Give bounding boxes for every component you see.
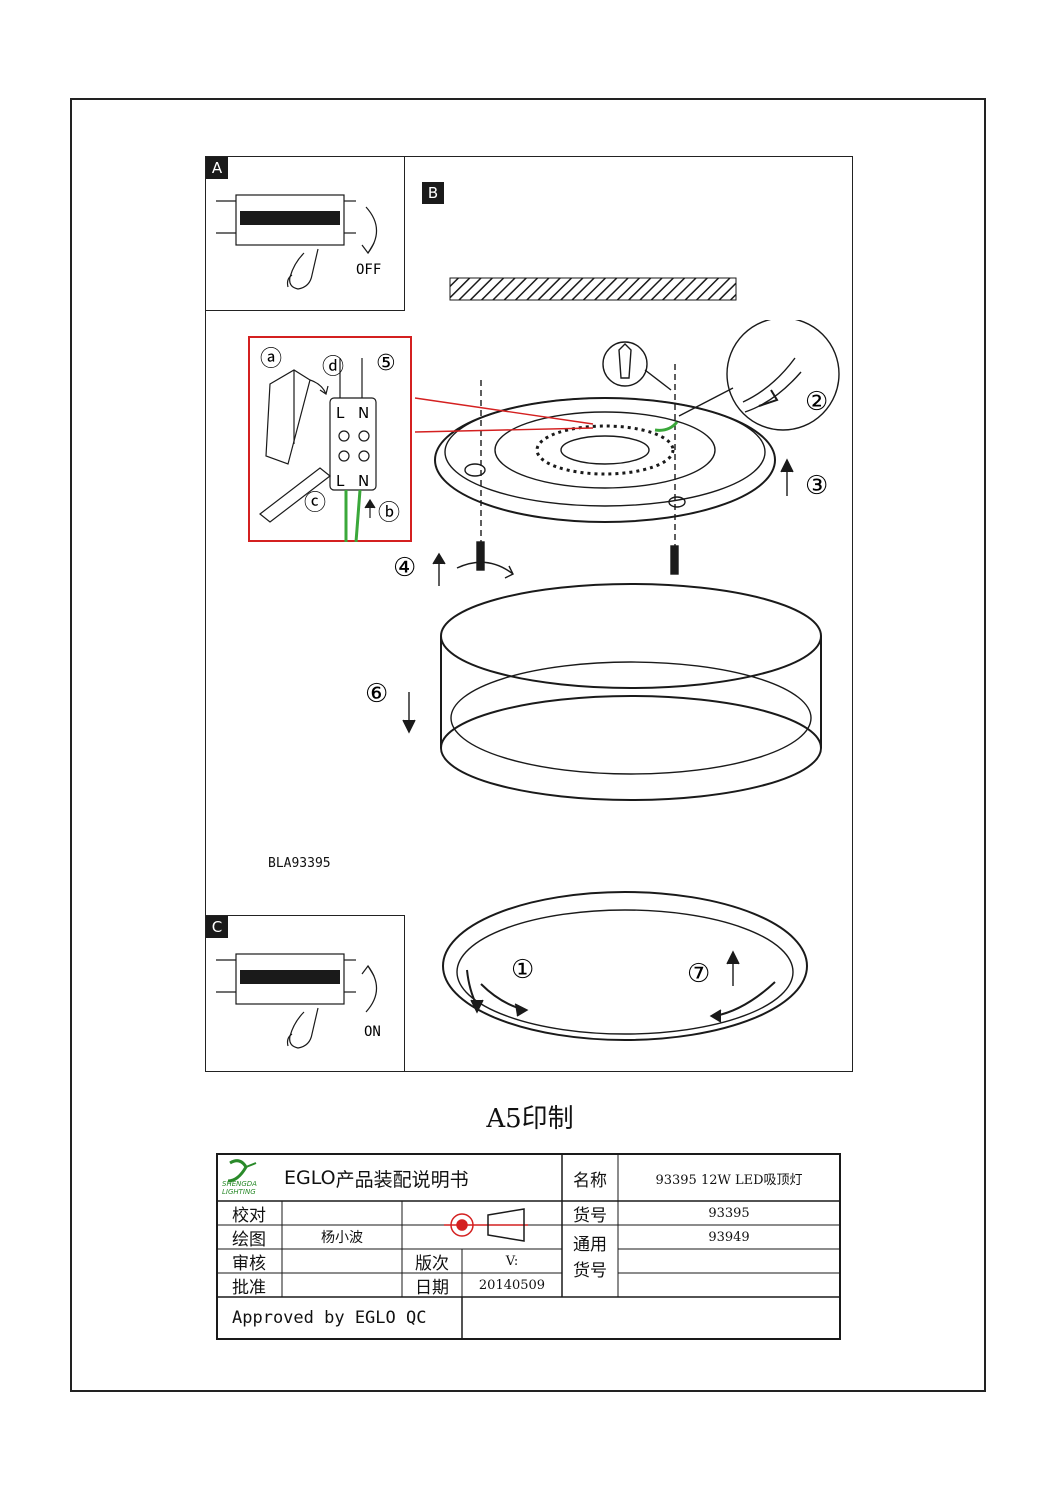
detail-b-label: ⓑ (378, 501, 400, 526)
breaker-on-illustration: ON (216, 953, 381, 1049)
version-value: V: (505, 1253, 519, 1269)
switch-off-label: OFF (356, 262, 381, 278)
draw-label: 绘图 (232, 1229, 266, 1250)
detail-c-label: ⓒ (304, 491, 326, 516)
wiring-detail-box: L N L N ⓐ ⓑ ⓒ ⓓ ⑤ (248, 336, 412, 542)
step-1-label: ① (511, 955, 534, 985)
company-logo (227, 1159, 257, 1183)
title-block-grid (216, 1153, 841, 1340)
name-label: 名称 (573, 1170, 607, 1191)
terminal-live-top: L (336, 404, 345, 422)
common-item-label-line2: 货号 (573, 1261, 607, 1281)
terminal-neutral-bottom: N (358, 472, 369, 490)
switch-on-label: ON (364, 1024, 381, 1040)
assembly-drawing: ② ③ ④ ⑥ ① ⑦ (365, 320, 840, 1041)
figure-frame (205, 156, 853, 1072)
step-5-label: ⑤ (376, 351, 396, 376)
product-name: 93395 12W LED吸顶灯 (655, 1172, 803, 1188)
step-6-label: ⑥ (365, 679, 388, 709)
date-value: 20140509 (478, 1277, 546, 1293)
detail-d-label: ⓓ (322, 355, 344, 380)
step-7-label: ⑦ (687, 959, 710, 989)
step-3-label: ③ (805, 471, 828, 501)
detail-a-label: ⓐ (260, 347, 282, 372)
inset-c-tag: C (206, 916, 228, 938)
inset-a-tag: A (206, 157, 228, 179)
brand-name: EGLO (284, 1167, 336, 1189)
print-note: A5印制 (486, 1104, 574, 1134)
check-label: 校对 (232, 1205, 266, 1226)
doc-title-suffix: 产品装配说明书 (335, 1168, 469, 1191)
review-label: 审核 (232, 1253, 266, 1274)
step-2-label: ② (805, 387, 828, 417)
common-item-value: 93949 (708, 1229, 750, 1245)
approve-label: 批准 (232, 1277, 266, 1298)
item-no-value: 93395 (708, 1205, 750, 1221)
breaker-off-illustration: OFF (216, 194, 381, 290)
version-label: 版次 (415, 1253, 449, 1274)
common-item-label-line1: 通用 (573, 1235, 607, 1255)
terminal-live-bottom: L (336, 472, 345, 490)
date-label: 日期 (415, 1277, 449, 1298)
ceiling-hatch (449, 277, 737, 301)
inset-c: C ON (205, 915, 405, 1072)
terminal-neutral-top: N (358, 404, 369, 422)
drawer-name: 杨小波 (321, 1230, 363, 1246)
model-code: BLA93395 (268, 856, 331, 871)
approval-note: Approved by EGLO QC (232, 1308, 427, 1328)
step-4-label: ④ (393, 553, 416, 583)
item-no-label: 货号 (573, 1205, 607, 1226)
logo-text: SHENGDA LIGHTING (222, 1180, 257, 1196)
common-item-label: 通用 货号 (562, 1232, 618, 1294)
projection-symbol (444, 1208, 528, 1242)
page-border (70, 98, 986, 1392)
inset-a: A OFF (205, 156, 405, 311)
inset-b-tag: B (422, 182, 444, 204)
terminal-block-illustration: L N L N ⓐ ⓑ ⓒ ⓓ ⑤ (259, 347, 400, 542)
